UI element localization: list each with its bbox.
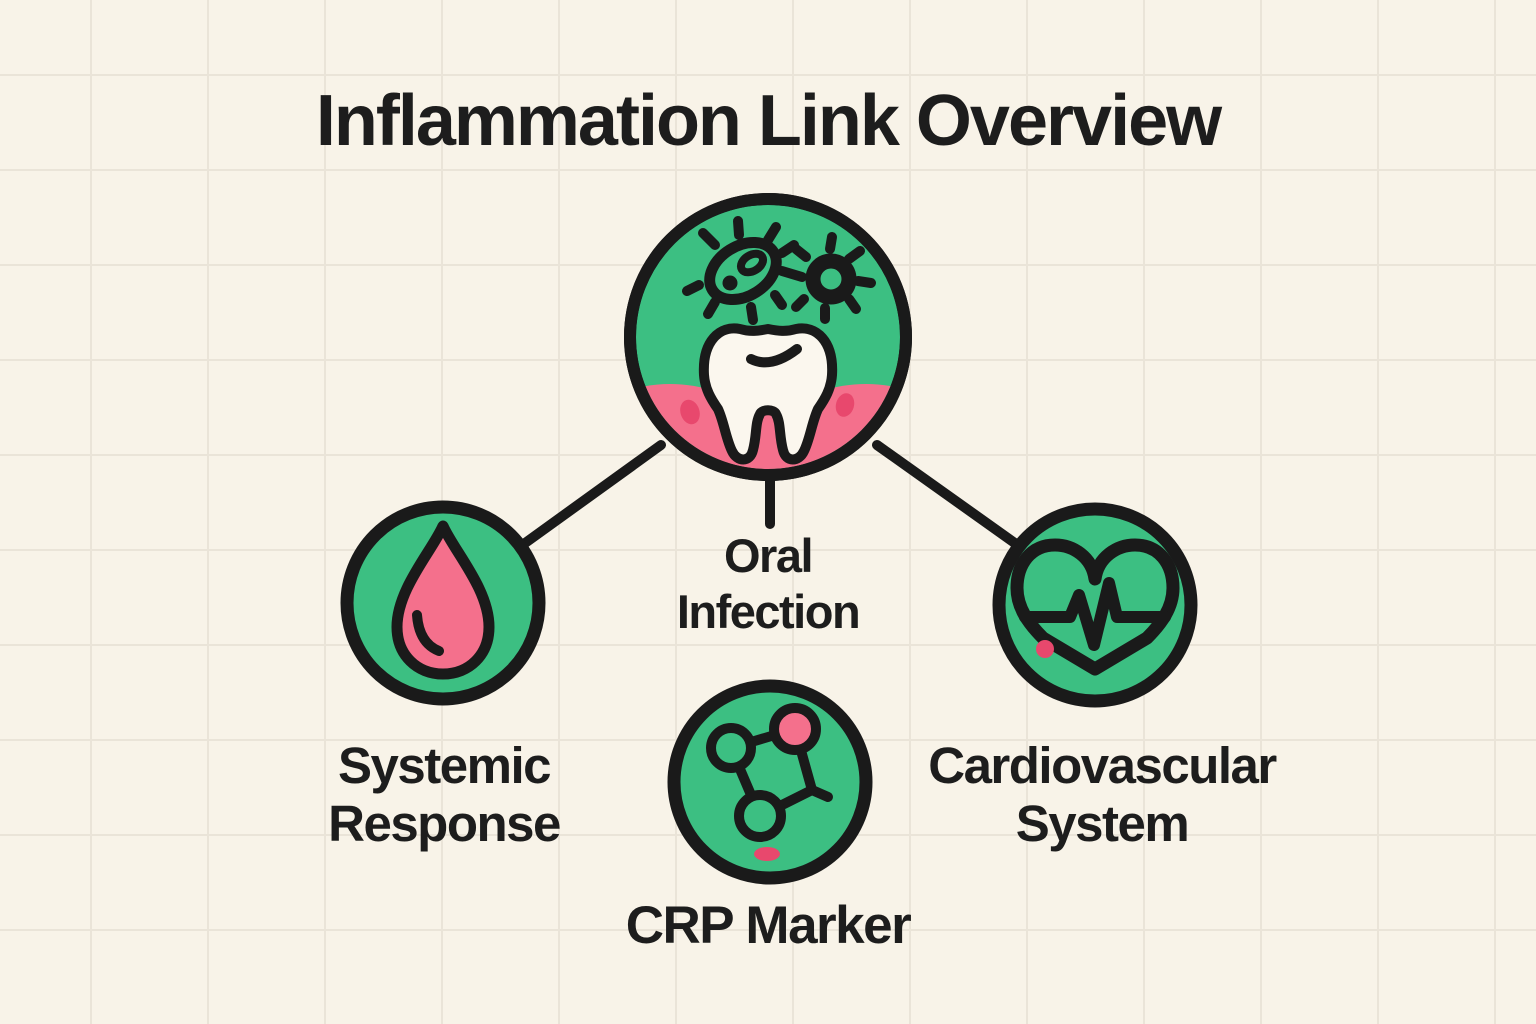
heart-ekg-icon [1010, 538, 1180, 676]
crp-marker-label-line1: CRP Marker [625, 896, 912, 955]
systemic-response-label-line1: Systemic [338, 737, 551, 794]
tooth-icon [698, 323, 838, 465]
cardiovascular-label-line1: Cardiovascular [928, 737, 1277, 794]
page-title: Inflammation Link Overview [315, 81, 1222, 161]
oral-infection-label: Oral Infection [676, 528, 861, 640]
connector-oral-to-systemic [516, 440, 666, 551]
connector-oral-to-cardiovascular [872, 440, 1024, 551]
crp-marker-node [667, 679, 873, 885]
bacteria-large-icon [682, 216, 799, 325]
systemic-response-label-line2: Response [328, 795, 561, 852]
crp-marker-label: CRP Marker [625, 896, 912, 955]
systemic-response-node [340, 500, 546, 706]
heart-pink-dot [1036, 640, 1054, 658]
bacteria-small-icon [777, 232, 876, 324]
cardiovascular-system-node [992, 502, 1198, 708]
crp-pink-blob [754, 847, 780, 861]
blood-drop-icon [391, 520, 495, 680]
gum-spot-left [680, 399, 700, 425]
oral-infection-label-line2: Infection [676, 585, 861, 638]
systemic-response-label: Systemic Response [328, 737, 561, 853]
oral-infection-label-line1: Oral [723, 529, 814, 582]
cardiovascular-system-label: Cardiovascular System [928, 737, 1277, 853]
cardiovascular-label-line2: System [1015, 795, 1190, 852]
gum-spot-right [835, 393, 855, 417]
molecule-icon [706, 703, 833, 842]
oral-infection-node [624, 193, 912, 481]
